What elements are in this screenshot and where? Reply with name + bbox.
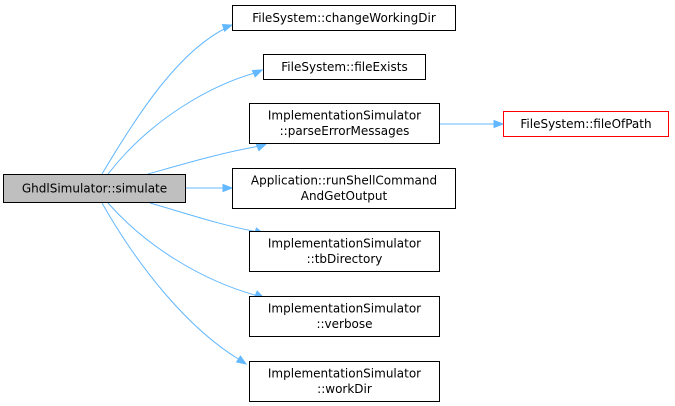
- edge-to-verbose: [107, 202, 259, 297]
- edge-to-workdir: [101, 202, 241, 361]
- arrowhead-icon: [251, 69, 264, 78]
- callee-node-label-line2: ::workDir: [317, 382, 372, 396]
- arrowhead-icon: [235, 355, 248, 365]
- callee-node-label-line2: AndGetOutput: [301, 189, 388, 203]
- node-implementationsimulator-verbose[interactable]: ImplementationSimulator ::verbose: [249, 296, 440, 337]
- nested-node-box: [503, 111, 669, 137]
- callee-node-label-line1: ImplementationSimulator: [268, 109, 421, 123]
- edge-to-changeworkingdir: [101, 26, 229, 175]
- arrowhead-icon: [255, 143, 268, 152]
- callee-node-label-line1: ImplementationSimulator: [268, 237, 421, 251]
- arrowhead-icon: [221, 23, 234, 33]
- node-application-runshellcommandandgetoutput[interactable]: Application::runShellCommand AndGetOutpu…: [232, 168, 456, 209]
- node-ghdlsimulator-simulate[interactable]: GhdlSimulator::simulate: [3, 174, 186, 203]
- edge-to-tbdirectory: [149, 202, 259, 233]
- callee-node-box: [263, 54, 426, 80]
- node-filesystem-fileexists[interactable]: FileSystem::fileExists: [263, 54, 426, 80]
- callee-node-label: FileSystem::changeWorkingDir: [252, 11, 436, 25]
- callee-node-label-line1: ImplementationSimulator: [268, 367, 421, 381]
- root-node-box: [3, 174, 186, 203]
- nested-node-label: FileSystem::fileOfPath: [520, 117, 651, 131]
- callee-node-label-line2: ::parseErrorMessages: [280, 124, 410, 138]
- callee-node-box: [249, 296, 440, 337]
- callee-node-label-line1: Application::runShellCommand: [251, 174, 437, 188]
- node-implementationsimulator-tbdirectory[interactable]: ImplementationSimulator ::tbDirectory: [249, 231, 440, 272]
- call-edges: [101, 23, 505, 365]
- callee-node-label-line2: ::verbose: [316, 317, 372, 331]
- callee-node-box: [249, 103, 440, 144]
- callee-node-box: [249, 361, 440, 402]
- node-filesystem-fileofpath[interactable]: FileSystem::fileOfPath: [503, 111, 669, 137]
- arrowhead-icon: [493, 119, 505, 129]
- callee-node-box: [232, 168, 456, 209]
- callee-node-box: [249, 231, 440, 272]
- edge-to-fileexists: [107, 71, 259, 175]
- node-filesystem-changeworkingdir[interactable]: FileSystem::changeWorkingDir: [232, 5, 456, 31]
- edge-to-parseerrormessages: [147, 145, 261, 175]
- callee-node-label: FileSystem::fileExists: [281, 60, 407, 74]
- callee-node-label-line2: ::tbDirectory: [307, 252, 383, 266]
- arrowhead-icon: [222, 183, 234, 193]
- callee-node-box: [232, 5, 456, 31]
- node-implementationsimulator-parseerrormessages[interactable]: ImplementationSimulator ::parseErrorMess…: [249, 103, 440, 144]
- root-node-label: GhdlSimulator::simulate: [22, 182, 167, 196]
- callee-node-label-line1: ImplementationSimulator: [268, 302, 421, 316]
- node-implementationsimulator-workdir[interactable]: ImplementationSimulator ::workDir: [249, 361, 440, 402]
